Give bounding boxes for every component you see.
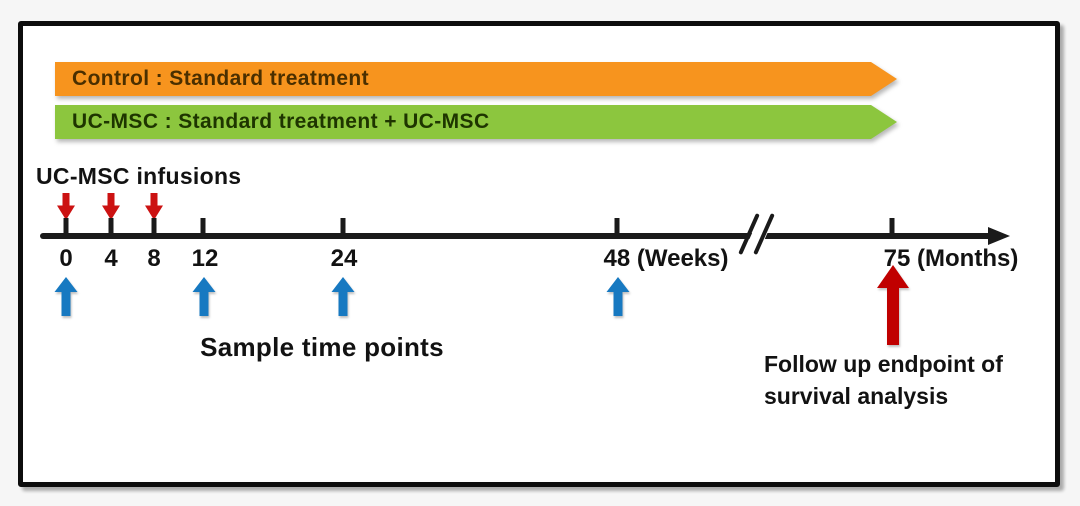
timeline-tick-48 bbox=[614, 218, 620, 234]
timeline-tick-75 bbox=[889, 218, 895, 234]
ucmsc-arm-banner: UC-MSC : Standard treatment + UC-MSC bbox=[55, 105, 897, 139]
infusions-label: UC-MSC infusions bbox=[36, 163, 242, 189]
sample-arrow-week48 bbox=[606, 277, 630, 316]
ucmsc-arm-label: UC-MSC : Standard treatment + UC-MSC bbox=[72, 110, 490, 133]
infusion-arrow-week8 bbox=[145, 193, 163, 220]
infusion-arrow-week4 bbox=[102, 193, 120, 220]
timeline-axis bbox=[40, 233, 992, 239]
followup-endpoint-label: Follow up endpoint of survival analysis bbox=[764, 348, 1003, 412]
tick-label-75-months: 75 (Months) bbox=[883, 245, 1019, 272]
timeline-tick-12 bbox=[200, 218, 206, 234]
diagram-border bbox=[18, 21, 1060, 487]
timeline-tick-24 bbox=[340, 218, 346, 234]
timeline-tick-8 bbox=[151, 218, 157, 234]
tick-label-4: 4 bbox=[104, 245, 118, 272]
ucmsc-arm-banner-shape: UC-MSC : Standard treatment + UC-MSC bbox=[55, 105, 897, 139]
tick-label-48-weeks: 48 (Weeks) bbox=[603, 245, 729, 272]
control-arm-banner-shape: Control : Standard treatment bbox=[55, 62, 897, 96]
tick-label-12: 12 bbox=[191, 245, 219, 272]
tick-label-24: 24 bbox=[330, 245, 358, 272]
tick-label-8: 8 bbox=[147, 245, 161, 272]
control-arm-label: Control : Standard treatment bbox=[72, 67, 370, 90]
tick-label-0: 0 bbox=[59, 245, 73, 272]
followup-endpoint-label-line1: Follow up endpoint of bbox=[764, 351, 1003, 377]
timeline-tick-0 bbox=[63, 218, 69, 234]
sample-arrow-week12 bbox=[192, 277, 216, 316]
sample-time-points-label: Sample time points bbox=[200, 332, 444, 362]
infusion-arrow-week0 bbox=[57, 193, 75, 220]
followup-endpoint-label-line2: survival analysis bbox=[764, 383, 949, 409]
control-arm-banner: Control : Standard treatment bbox=[55, 62, 897, 96]
followup-endpoint-arrow bbox=[877, 265, 909, 345]
timeline-tick-4 bbox=[108, 218, 114, 234]
sample-arrow-week24 bbox=[331, 277, 355, 316]
sample-arrow-week0 bbox=[54, 277, 78, 316]
timeline-arrowhead-icon bbox=[988, 227, 1010, 245]
